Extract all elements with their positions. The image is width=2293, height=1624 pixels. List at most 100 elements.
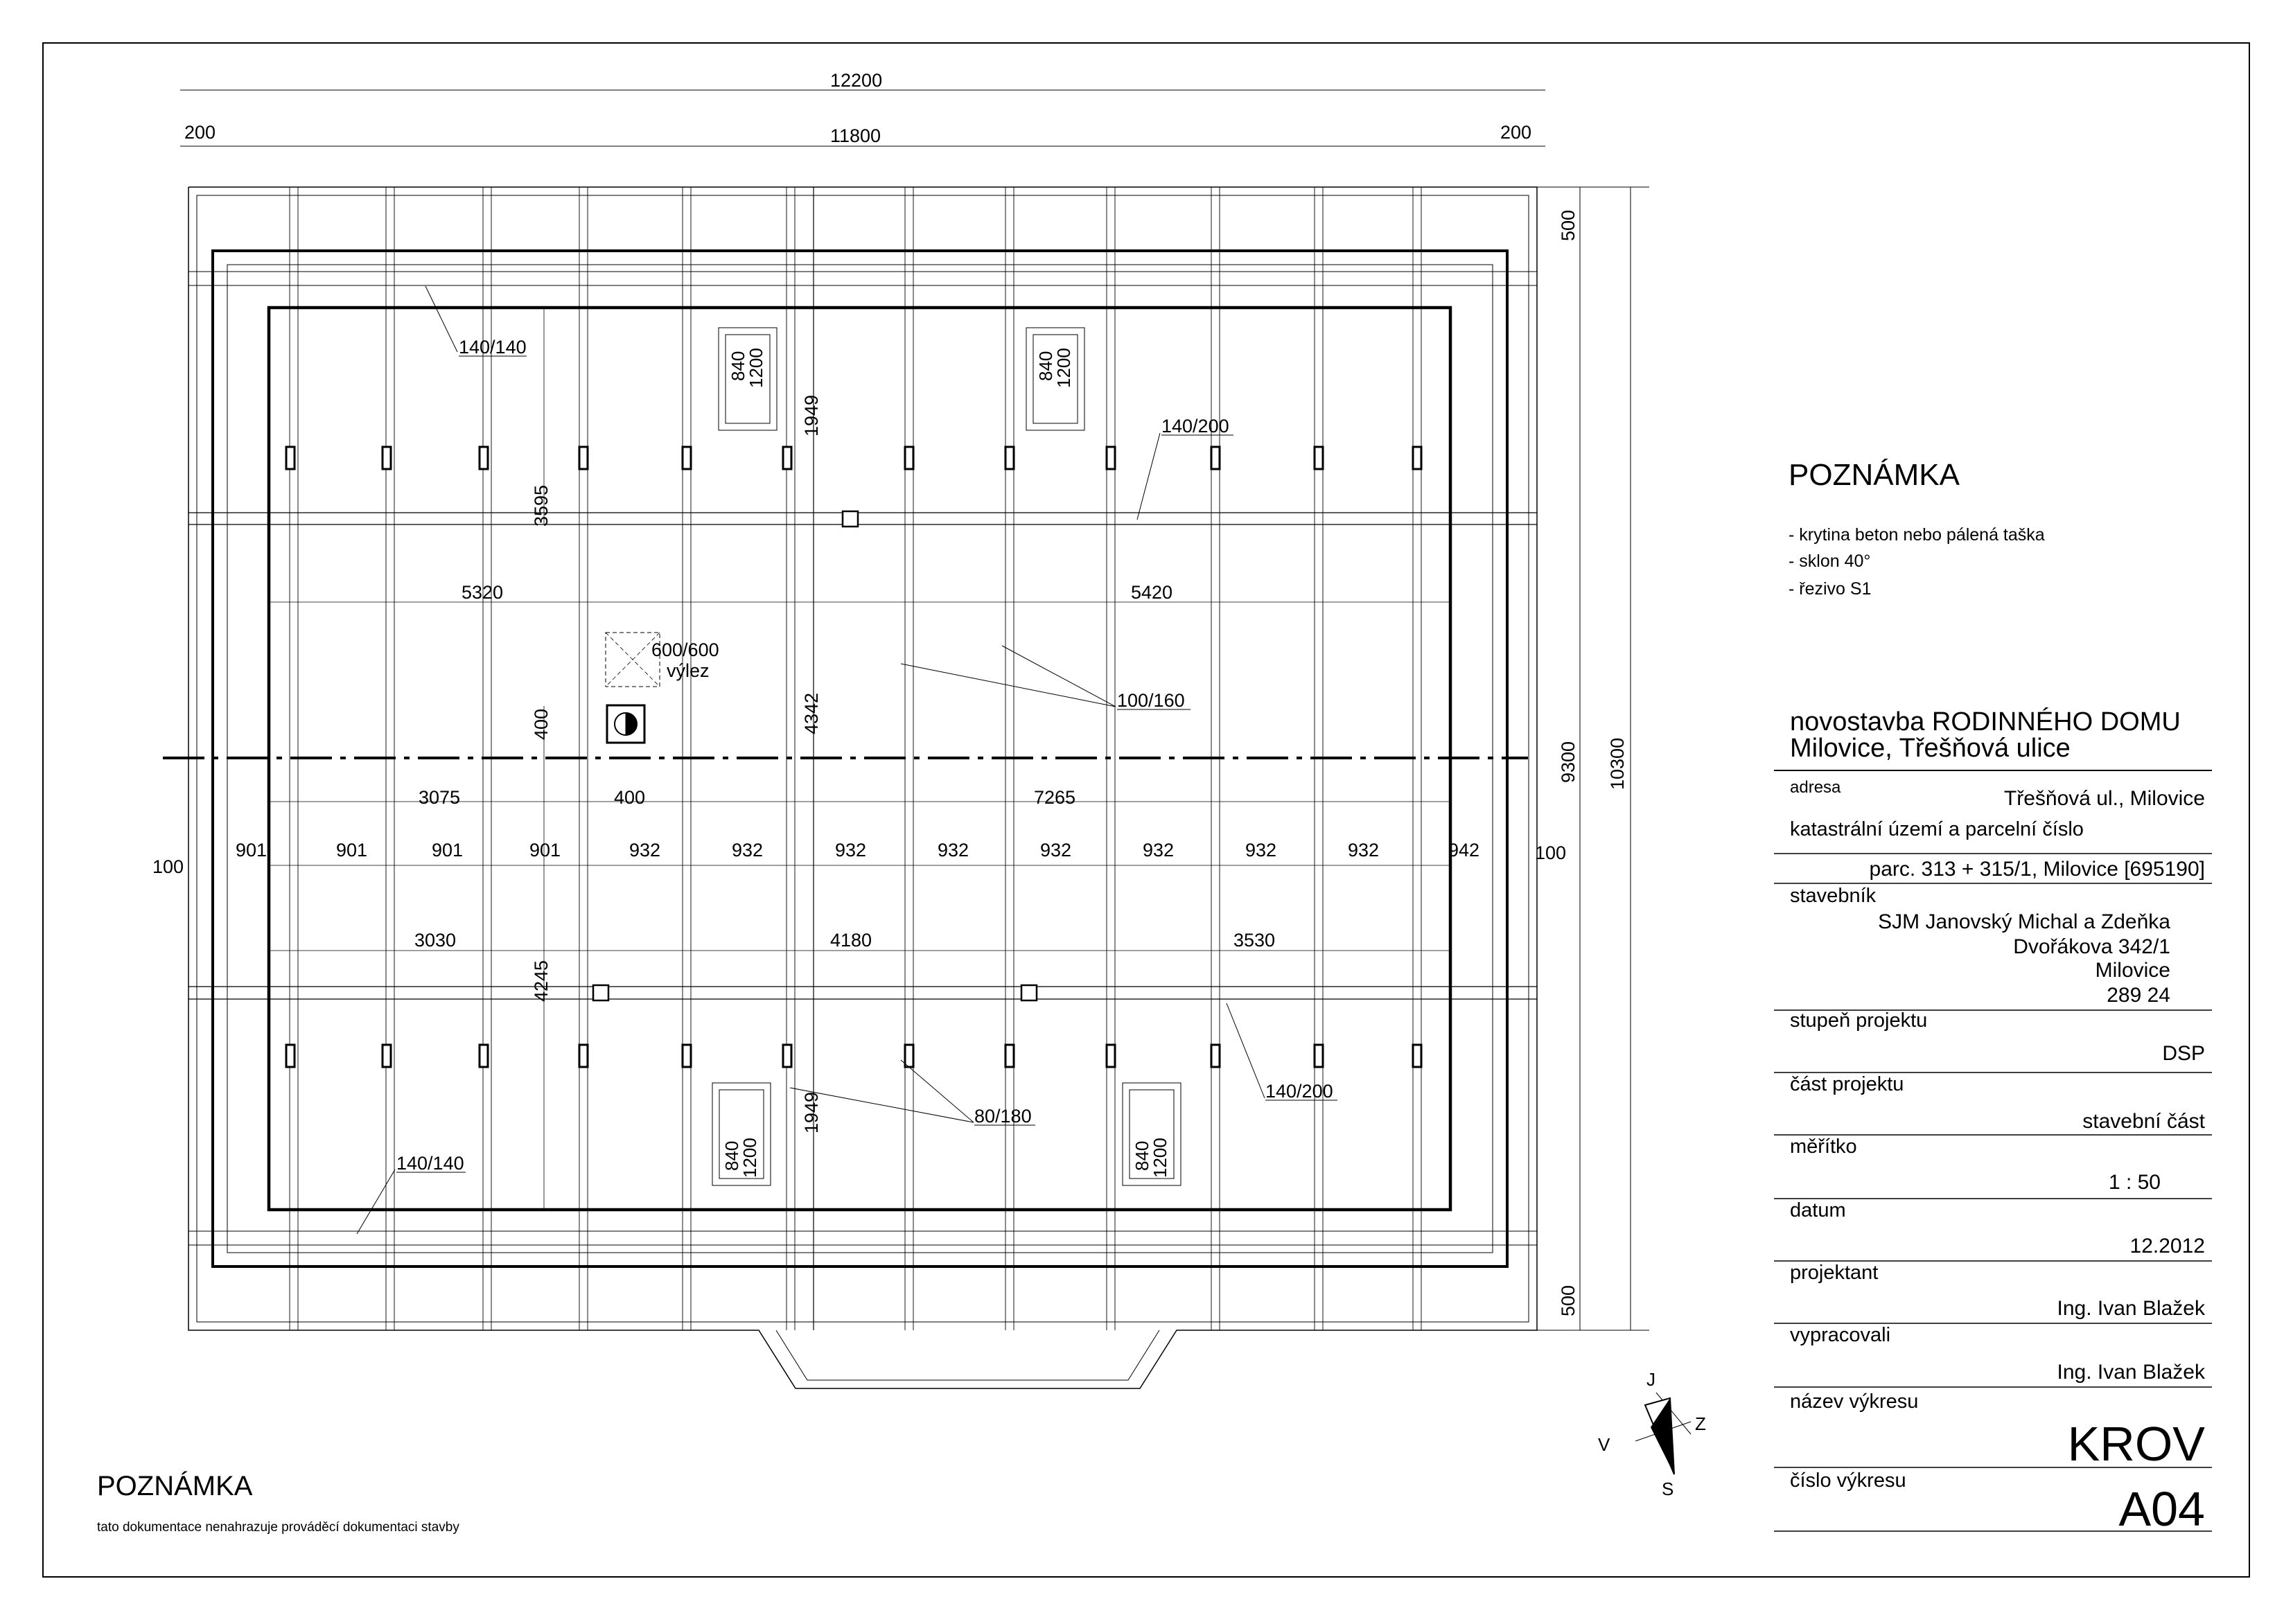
client-label: stavebník [1790,885,1877,907]
rafter-dim-8: 932 [938,840,969,860]
dim-row3-right: 3530 [1233,930,1275,951]
dim-inner-height: 9300 [1558,741,1579,783]
dim-row1-left: 3075 [419,787,460,808]
rafter-dim-11: 932 [1245,840,1276,860]
drawn-label: vypracovali [1790,1324,1890,1346]
note-left-heading: POZNÁMKA [97,1470,253,1501]
drawing-name-value: KROV [2068,1417,2206,1471]
dim-overall-width: 12200 [830,70,882,91]
label-hatch-name: výlez [667,660,710,681]
rafter-dim-10: 932 [1143,840,1174,860]
address-value: Třešňová ul., Milovice [2004,787,2205,810]
roof-hatch [605,632,660,744]
dim-row1-mid: 400 [614,787,645,808]
scale-value: 1 : 50 [2109,1171,2161,1194]
cadastre-value: parc. 313 + 315/1, Milovice [695190] [1870,858,2205,881]
drawing-name-label: název výkresu [1790,1391,1918,1413]
dim-v-hatch: 400 [531,709,552,740]
window-1-w: 840 [728,351,748,381]
note-right-item-2: - sklon 40° [1789,551,1870,571]
rafter-dim-5: 932 [629,840,660,860]
note-right-heading: POZNÁMKA [1789,458,1960,492]
dim-eave-right: 200 [1500,122,1531,143]
rafter-dim-7: 932 [835,840,866,860]
designer-value: Ing. Ivan Blažek [2057,1297,2206,1320]
dim-row3-left: 3030 [414,930,456,951]
rafter-dim-4: 901 [529,840,561,860]
drawn-value: Ing. Ivan Blažek [2057,1361,2206,1384]
rafter-dim-1: 901 [236,840,267,860]
window-4-h: 1200 [1150,1138,1170,1178]
window-1-h: 1200 [746,348,766,388]
window-2-h: 1200 [1053,348,1074,388]
north-arrow: J S Z V [1598,1369,1706,1499]
drawing-no-value: A04 [2118,1482,2205,1536]
dim-inner-width: 11800 [830,125,881,146]
dim-v-mid: 4342 [801,693,822,734]
label-beam-top-right: 140/200 [1161,416,1229,436]
dim-row1-right: 7265 [1034,787,1075,808]
cadastre-label: katastrální území a parcelní číslo [1790,818,2084,840]
compass-v: V [1598,1434,1610,1455]
roof-outline [188,186,1538,1389]
rafters [188,187,1538,1330]
stage-label: stupeň projektu [1790,1009,1927,1032]
rafter-dim-6: 932 [732,840,763,860]
label-beam-top-left: 140/140 [459,337,527,358]
dim-v-top2: 1949 [801,395,822,436]
drawing-no-label: číslo výkresu [1790,1469,1906,1492]
rafter-dim-12: 932 [1348,840,1379,860]
part-label: část projektu [1790,1073,1904,1095]
window-2-w: 840 [1035,351,1056,381]
sheet-border [42,42,2250,1578]
address-label: adresa [1790,778,1841,797]
dim-eave-left: 200 [184,122,216,143]
outer-dim-lines [180,89,1649,1331]
window-3-w: 840 [721,1141,742,1171]
dim-v-bottom: 4245 [531,960,552,1002]
client-line-4: 289 24 [2107,984,2170,1007]
label-hatch-size: 600/600 [651,639,719,660]
client-line-2: Dvořákova 342/1 [2013,935,2170,958]
label-beam-mid: 100/160 [1117,690,1185,711]
label-strut: 80/180 [974,1106,1032,1127]
note-right-item-3: - řezivo S1 [1789,579,1871,599]
rafter-dim-9: 932 [1040,840,1071,860]
roof-windows [712,327,1181,1186]
dim-v-top: 3595 [531,485,552,527]
compass-z: Z [1695,1413,1706,1434]
dim-row2-right: 5420 [1131,582,1172,603]
rafter-dim-2: 901 [336,840,367,860]
stage-value: DSP [2162,1042,2205,1065]
title-block: novostavba RODINNÉHO DOMU Milovice, Třeš… [1774,707,2212,1536]
inner-dim-lines [543,308,814,1210]
designer-label: projektant [1790,1262,1878,1284]
date-value: 12.2012 [2130,1235,2205,1257]
client-line-1: SJM Janovský Michal a Zdeňka [1878,910,2170,933]
compass-s: S [1662,1479,1673,1499]
posts [285,445,1423,1068]
rafter-dim-3: 901 [432,840,463,860]
dim-side-right: 100 [1535,842,1566,863]
dim-eave-top: 500 [1558,210,1579,241]
leader-lines [356,285,1265,1235]
rafter-dim-13: 942 [1448,840,1479,860]
part-value: stavební část [2082,1110,2205,1133]
dim-v-bottom2: 1949 [801,1092,822,1133]
dimension-labels: 12200 11800 200 200 100 100 901 901 901 … [152,70,1628,1316]
compass-j: J [1646,1369,1655,1390]
window-4-w: 840 [1132,1141,1152,1171]
member-labels: 140/140 140/200 100/160 80/180 140/200 1… [396,337,1337,1178]
note-right-item-1: - krytina beton nebo pálená taška [1789,525,2045,545]
window-3-h: 1200 [739,1138,760,1178]
scale-label: měřítko [1790,1136,1857,1158]
dim-overall-height: 10300 [1607,738,1628,790]
label-beam-bottom-right: 140/200 [1265,1081,1333,1102]
label-beam-bottom-left: 140/140 [396,1153,464,1174]
dim-side-left: 100 [152,856,184,877]
project-title-1: novostavba RODINNÉHO DOMU [1790,707,2181,736]
project-title-2: Milovice, Třešňová ulice [1790,734,2071,763]
note-left-text: tato dokumentace nenahrazuje prováděcí d… [97,1520,459,1535]
